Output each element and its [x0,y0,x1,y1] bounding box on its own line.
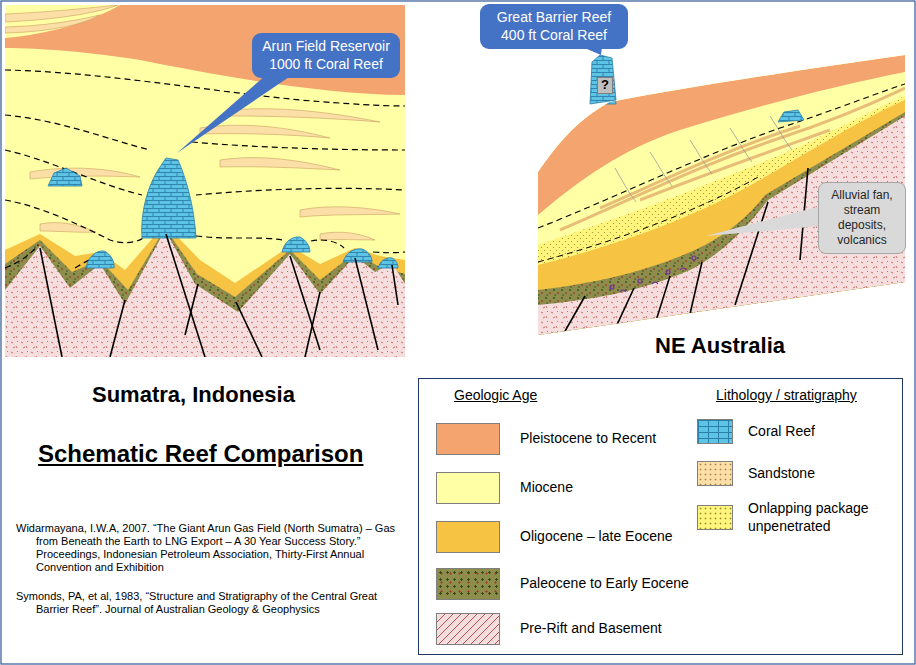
legend-text: Onlapping package unpenetrated [748,500,888,535]
reference: Widarmayana, I.W.A, 2007. “The Giant Aru… [16,522,408,574]
callout-text: Great Barrier Reef 400 ft Coral Reef [486,9,622,44]
legend-text: Pleistocene to Recent [520,430,700,448]
legend-heading: Lithology / stratigraphy [716,387,857,404]
legend-text: Miocene [520,479,700,497]
legend-swatch [697,461,733,486]
diagram-title: Schematic Reef Comparison [38,440,363,469]
sumatra-section [5,5,405,357]
legend-swatch [697,505,733,530]
reference: Symonds, PA, et al, 1983, “Structure and… [16,590,408,616]
region-label: Sumatra, Indonesia [92,382,295,408]
legend-text: Coral Reef [748,423,893,441]
legend-text: Sandstone [748,465,893,483]
legend-swatch [436,472,500,504]
callout-pointer [177,75,292,153]
australia-section [530,40,910,340]
callout-text: Alluvial fan, stream deposits, volcanics [823,188,901,248]
legend-text: Paleocene to Early Eocene [520,575,700,593]
region-label: NE Australia [655,333,785,359]
legend-text: Oligocene – late Eocene [520,528,700,546]
legend-heading: Geologic Age [454,387,537,404]
callout-box: Arun Field Reservoir 1000 ft Coral Reef [252,33,400,78]
callout-box: Alluvial fan, stream deposits, volcanics [818,182,906,254]
legend-swatch [697,419,733,444]
callout-pointer [706,206,821,236]
legend-swatch [436,423,500,455]
legend-text: Pre-Rift and Basement [520,620,700,638]
callout-text: Arun Field Reservoir 1000 ft Coral Reef [258,38,394,73]
legend-swatch [436,613,500,645]
callout-box: Great Barrier Reef 400 ft Coral Reef [480,4,628,49]
legend-swatch [436,568,500,600]
unknown-mark: ? [597,77,613,94]
legend-swatch [436,521,500,553]
